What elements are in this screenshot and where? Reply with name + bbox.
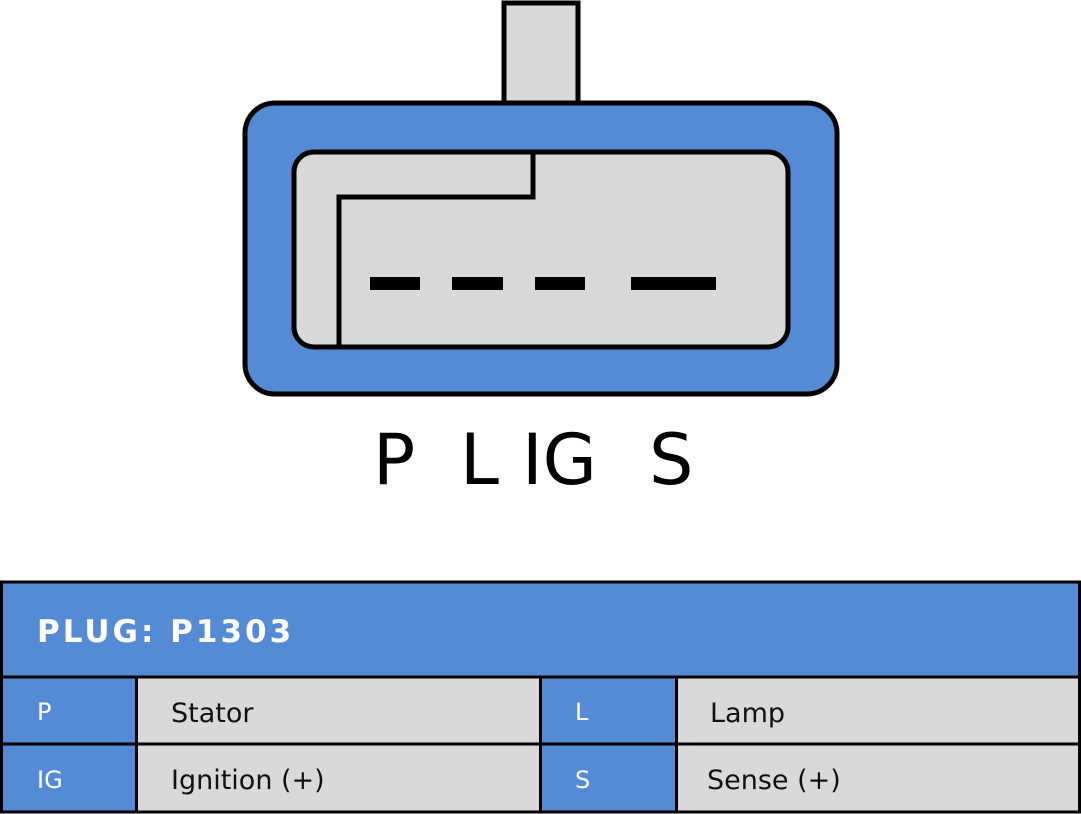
pin-description: Lamp [710, 698, 785, 729]
table-title: PLUG: P1303 [37, 614, 294, 650]
pin-description: Sense (+) [707, 765, 841, 796]
pin-label-s: S [649, 419, 693, 501]
pin-labels: P L IG S [373, 419, 693, 501]
pin-terminal-p [370, 277, 420, 290]
cell-desc [675, 742, 1081, 814]
socket-key-line [336, 152, 536, 347]
pin-code: S [575, 766, 590, 794]
pin-terminal-l [452, 277, 503, 290]
pin-table [0, 580, 1081, 814]
pin-code: P [37, 698, 51, 726]
table-header [0, 580, 1081, 679]
pin-label-p: P [373, 419, 415, 501]
connector-socket [291, 149, 791, 350]
cell-desc [135, 675, 542, 746]
cell-desc [675, 675, 1081, 746]
cell-code [539, 742, 678, 814]
pin-code: IG [37, 766, 63, 794]
cell-code [539, 675, 678, 746]
pin-code: L [575, 698, 589, 726]
pin-description: Stator [171, 698, 254, 729]
pin-label-ig: IG [522, 419, 597, 501]
pin-terminal-s [631, 277, 716, 290]
cell-code [0, 675, 138, 746]
connector-drawing [242, 0, 840, 397]
pin-terminal-ig [535, 277, 585, 290]
pin-label-l: L [460, 419, 499, 501]
pin-description: Ignition (+) [171, 765, 325, 796]
connector-tab [501, 0, 581, 107]
cell-code [0, 742, 138, 814]
